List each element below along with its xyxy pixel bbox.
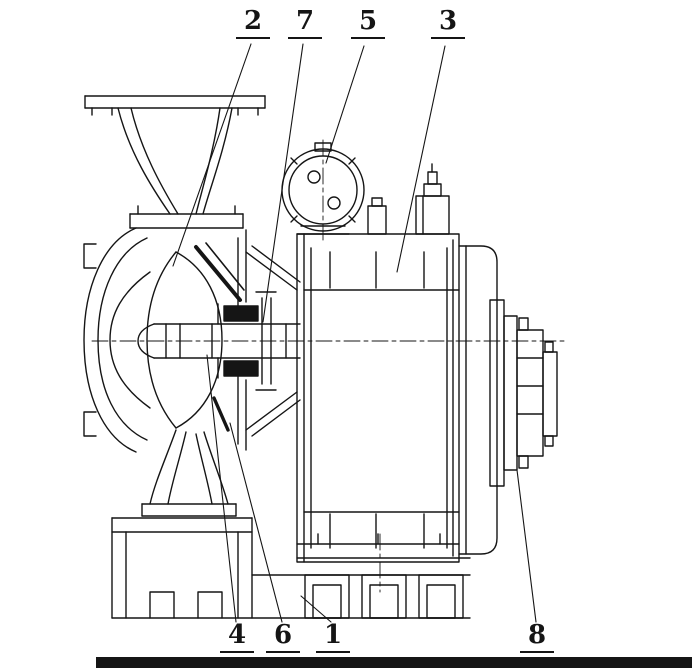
- callout-7-label: 7: [295, 6, 315, 36]
- motor-bracket: [245, 245, 301, 437]
- casing-flange: [129, 205, 244, 229]
- callout-5-label: 5: [358, 6, 378, 36]
- motor-body: [296, 233, 460, 563]
- callout-1: 1: [316, 620, 350, 654]
- base-frame: [111, 517, 471, 619]
- vent-fitting: [367, 197, 387, 235]
- callout-3-label: 3: [438, 6, 458, 36]
- terminal-box: [415, 163, 450, 235]
- suction-funnel: [117, 107, 233, 215]
- volute-casing: [83, 227, 247, 453]
- discharge-outlet: [141, 429, 237, 517]
- callout-3: 3: [431, 6, 465, 40]
- callout-2-label: 2: [243, 6, 263, 36]
- callout-5: 5: [351, 6, 385, 40]
- callout-6-label: 6: [273, 620, 293, 650]
- fan-cover: [458, 245, 498, 555]
- mechanical-seal: [217, 291, 277, 391]
- callout-8: 8: [520, 620, 554, 654]
- callout-6: 6: [266, 620, 300, 654]
- impeller-section-lines: [194, 242, 245, 432]
- inlet-flange: [84, 95, 266, 116]
- callout-4-label: 4: [227, 620, 247, 650]
- callout-7: 7: [288, 6, 322, 40]
- callout-4: 4: [220, 620, 254, 654]
- leader-lines: [172, 43, 537, 623]
- shaft: [137, 323, 301, 359]
- callout-8-label: 8: [527, 620, 547, 650]
- rear-unit: [489, 299, 558, 487]
- callout-1-label: 1: [323, 620, 343, 650]
- page-edge-strip: [96, 657, 692, 668]
- callout-2: 2: [236, 6, 270, 40]
